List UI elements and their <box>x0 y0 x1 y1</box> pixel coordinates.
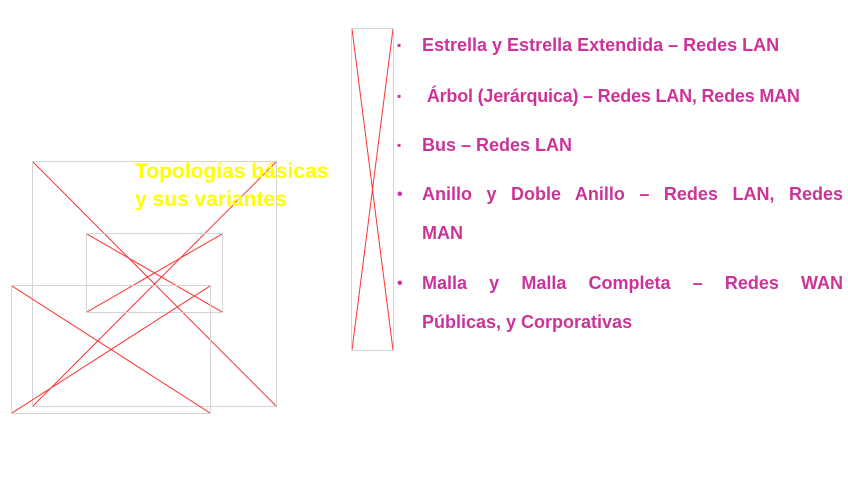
title-line-1: Topologías básicas <box>135 160 329 183</box>
bullet: ▪ <box>397 89 402 103</box>
bullet: • <box>397 275 403 292</box>
item-text-line-2: Públicas, y Corporativas <box>422 312 633 332</box>
broken-image-icon <box>352 29 393 350</box>
broken-image-icon <box>33 162 276 406</box>
image-placeholder-large <box>32 161 277 407</box>
item-text-line-1: Malla y Malla Completa – Redes WAN <box>422 273 843 293</box>
item-text: Árbol (Jerárquica) – Redes LAN, Redes MA… <box>422 86 800 106</box>
image-placeholder-middle <box>86 233 223 313</box>
title-line-2: y sus variantes <box>135 188 287 211</box>
image-placeholder-tall <box>351 28 394 351</box>
item-text: Bus – Redes LAN <box>422 135 573 155</box>
bullet: ▪ <box>397 138 402 152</box>
broken-image-icon <box>12 286 210 413</box>
broken-image-icon <box>87 234 222 312</box>
item-text-line-1: Anillo y Doble Anillo – Redes LAN, Redes <box>422 184 843 204</box>
slide-title: Topologías básicas y sus variantes <box>135 158 328 214</box>
bullet: ▪ <box>397 38 402 52</box>
bullet: • <box>397 186 403 203</box>
item-text: Estrella y Estrella Extendida – Redes LA… <box>422 35 780 55</box>
image-placeholder-bottom <box>11 285 211 414</box>
item-text-line-2: MAN <box>422 223 463 243</box>
